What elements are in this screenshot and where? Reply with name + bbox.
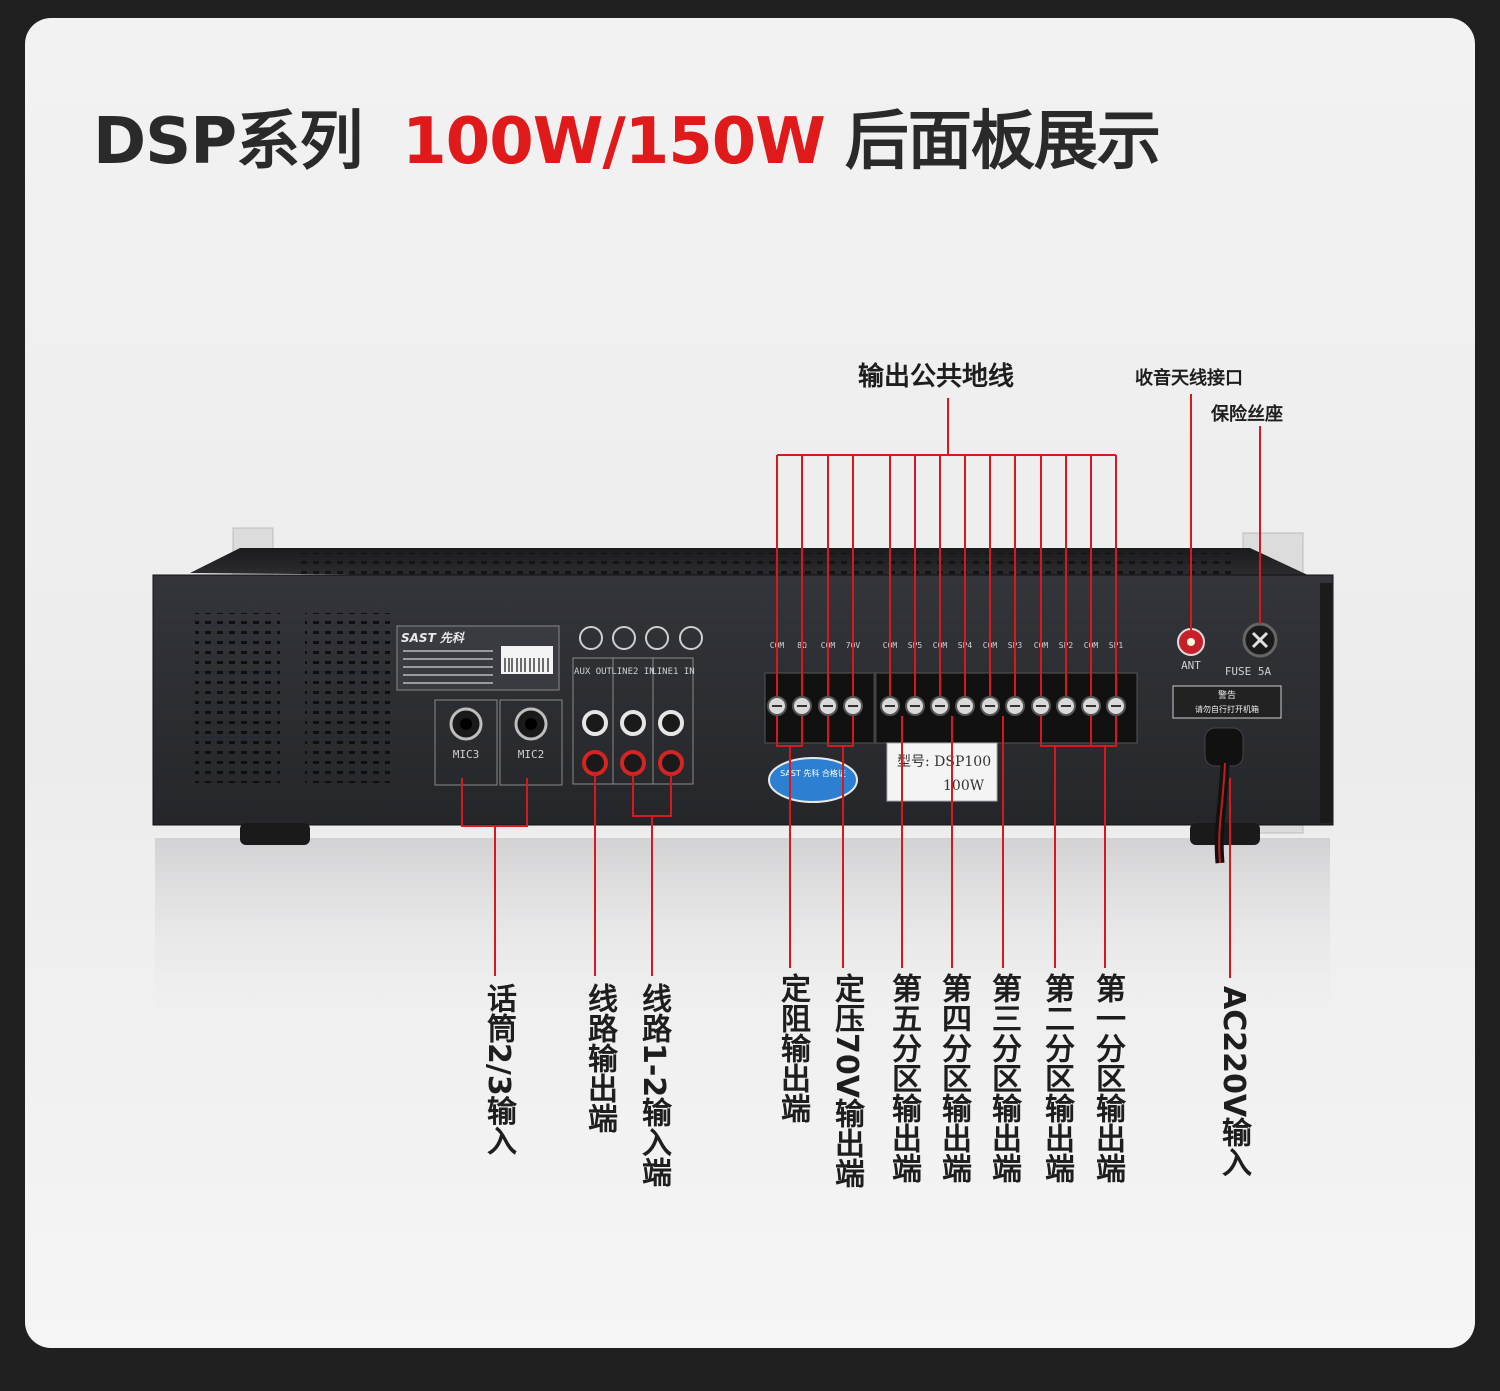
label-70v-output: 定压70V输出端 — [829, 973, 864, 1188]
leader-zone1-bracket — [1090, 716, 1117, 747]
label-antenna: 收音天线接口 — [1135, 368, 1243, 389]
brand-logo: SAST 先科 — [401, 631, 465, 645]
label-zone5: 第五分区输出端 — [886, 973, 921, 1183]
power-cord-gland — [1204, 727, 1244, 767]
foot-right — [1190, 823, 1260, 845]
vent-right — [305, 613, 390, 783]
label-line-in: 线路1-2输入端 — [636, 983, 671, 1188]
warning-plate — [1172, 685, 1282, 719]
label-zone4: 第四分区输出端 — [936, 973, 971, 1183]
title-highlight: 100W/150W — [402, 105, 826, 179]
label-zone2: 第二分区输出端 — [1039, 973, 1074, 1183]
mic3-label: MIC3 — [453, 748, 480, 761]
aux-out-label: AUX OUT — [574, 667, 613, 677]
barcode-icon — [504, 658, 549, 672]
vent-left — [195, 613, 280, 783]
title-prefix: DSP系列 — [93, 105, 363, 179]
qs-icon — [612, 626, 636, 650]
warning-title: 警告 — [1218, 689, 1236, 701]
leader-lines — [461, 394, 1261, 978]
label-fuse: 保险丝座 — [1211, 404, 1283, 425]
rear-panel-illustration: SAST 先科 MIC3 MIC2 AUX OUT — [152, 394, 1334, 1028]
leader-70v-bracket — [827, 716, 854, 747]
title-suffix: 后面板展示 — [844, 105, 1161, 179]
eco-icon — [645, 626, 669, 650]
warning-text: 请勿自行打开机箱 — [1195, 704, 1259, 714]
ccc-icon — [579, 626, 603, 650]
fuse-label: FUSE 5A — [1225, 665, 1272, 678]
qc-sticker-text: SAST 先科 合格证 — [780, 768, 846, 778]
mic2-label: MIC2 — [518, 748, 545, 761]
floor-reflection — [155, 838, 1330, 1028]
model-label — [886, 742, 998, 802]
label-mic-input: 话筒2/3输入 — [481, 983, 516, 1156]
foot-left — [240, 823, 310, 845]
label-zone1: 第一分区输出端 — [1090, 973, 1125, 1183]
label-fixed-impedance: 定阻输出端 — [775, 973, 810, 1123]
model-line2: 100W — [943, 778, 985, 794]
model-line1: 型号: DSP100 — [897, 754, 991, 770]
warranty-icon — [679, 626, 703, 650]
label-line-out: 线路输出端 — [582, 983, 617, 1133]
label-zone3: 第三分区输出端 — [986, 973, 1021, 1183]
label-common-ground: 输出公共地线 — [858, 362, 1015, 392]
rca-jacks — [582, 710, 684, 776]
line1-in-label: LINE1 IN — [651, 667, 694, 677]
ant-label: ANT — [1181, 659, 1201, 672]
line2-in-label: LINE2 IN — [611, 667, 654, 677]
label-ac-input: AC220V输入 — [1216, 986, 1251, 1178]
